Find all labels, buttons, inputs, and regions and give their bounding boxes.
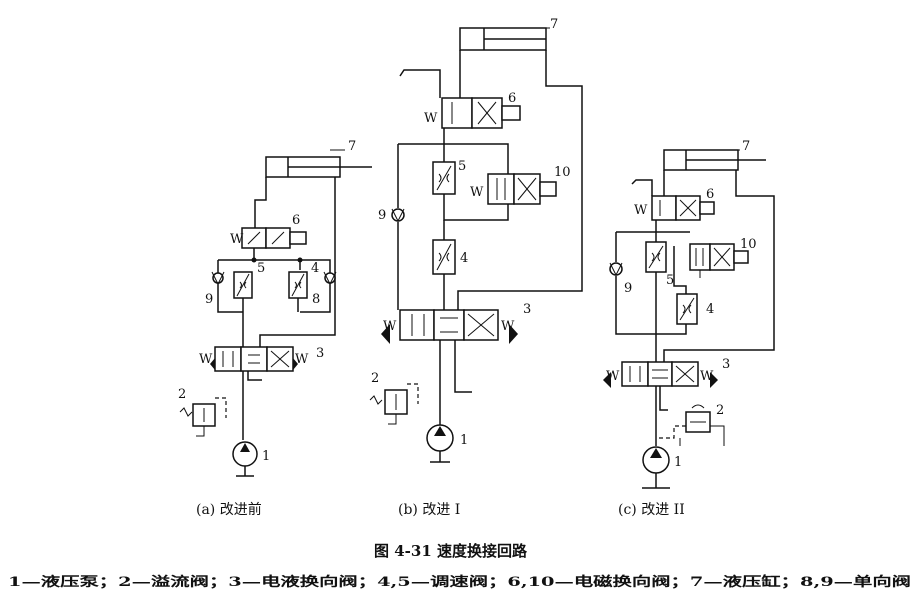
svg-text:W: W [199, 352, 213, 367]
circuit-a: 7 W 6 5 [178, 139, 372, 477]
speed-valve-b-4 [432, 239, 456, 275]
label-c-speed-4: 4 [706, 302, 714, 317]
subtitle-b: (b) 改进 I [398, 502, 460, 518]
label-c-cylinder: 7 [742, 139, 750, 154]
cylinder-a [265, 149, 372, 178]
pipe-a-2 [259, 177, 336, 347]
label-c-solenoid-10: 10 [740, 237, 757, 252]
svg-text:W: W [424, 111, 438, 126]
figure-caption: 图 4-31 速度换接回路 [374, 542, 528, 560]
label-b-main-valve: 3 [523, 302, 531, 317]
label-c-speed-5: 5 [666, 273, 674, 288]
label-a-speed-4: 4 [311, 261, 319, 276]
speed-valve-c-5 [645, 241, 667, 273]
label-c-check: 9 [624, 281, 632, 296]
solenoid-valve-c-10 [689, 243, 749, 278]
label-a-check-8: 8 [312, 292, 320, 307]
figure-legend: 1—液压泵；2—溢流阀；3—电液换向阀；4,5—调速阀；6,10—电磁换向阀；7… [8, 574, 911, 590]
circuit-c: 7 W 6 5 [603, 139, 775, 489]
subtitle-c: (c) 改进 II [618, 502, 685, 518]
cylinder-b [459, 27, 550, 51]
svg-text:W: W [230, 232, 244, 247]
check-valve-a-9 [211, 271, 225, 286]
label-c-solenoid-6: 6 [706, 187, 714, 202]
label-b-speed-4: 4 [460, 251, 468, 266]
cylinder-c [663, 149, 766, 171]
relief-valve-a [179, 397, 227, 437]
label-a-pump: 1 [262, 449, 270, 464]
main-valve-b: W W [381, 309, 518, 344]
label-a-check-9: 9 [205, 292, 213, 307]
label-a-solenoid: 6 [292, 213, 300, 228]
speed-valve-b-5 [432, 161, 456, 195]
label-b-relief: 2 [371, 371, 379, 386]
speed-valve-c-4 [676, 293, 698, 325]
check-valve-c [609, 262, 623, 277]
label-b-speed-5: 5 [458, 159, 466, 174]
check-valve-a-8 [323, 271, 337, 286]
label-c-pump: 1 [674, 455, 682, 470]
pipe-a-1 [254, 177, 267, 228]
speed-valve-a-5 [233, 271, 253, 299]
solenoid-valve-a: W [230, 227, 307, 249]
label-c-relief: 2 [716, 403, 724, 418]
solenoid-valve-b-6: W [424, 97, 521, 129]
solenoid-valve-c-6: W [634, 195, 715, 221]
svg-text:W: W [470, 185, 484, 200]
svg-text:W: W [295, 352, 309, 367]
relief-valve-c [656, 404, 725, 446]
pump-c [642, 446, 670, 489]
label-a-cylinder: 7 [348, 139, 356, 154]
solenoid-valve-b-10: W [470, 173, 557, 205]
label-b-solenoid-6: 6 [508, 91, 516, 106]
label-a-main-valve: 3 [316, 346, 324, 361]
relief-valve-b [369, 383, 419, 425]
main-valve-c: W W [603, 361, 718, 388]
label-b-pump: 1 [460, 433, 468, 448]
label-b-solenoid-10: 10 [554, 165, 571, 180]
circuit-b: 7 W 6 5 [369, 17, 583, 463]
check-valve-b [391, 208, 405, 223]
label-a-relief: 2 [178, 387, 186, 402]
pump-b [426, 424, 454, 463]
label-c-main-valve: 3 [722, 357, 730, 372]
svg-text:W: W [634, 203, 648, 218]
subtitle-a: (a) 改进前 [196, 501, 262, 518]
label-b-cylinder: 7 [550, 17, 558, 32]
main-valve-a: W W [199, 346, 309, 372]
speed-valve-a-4 [288, 271, 308, 299]
pump-a [232, 441, 258, 477]
label-a-speed-5: 5 [257, 261, 265, 276]
label-b-check: 9 [378, 208, 386, 223]
